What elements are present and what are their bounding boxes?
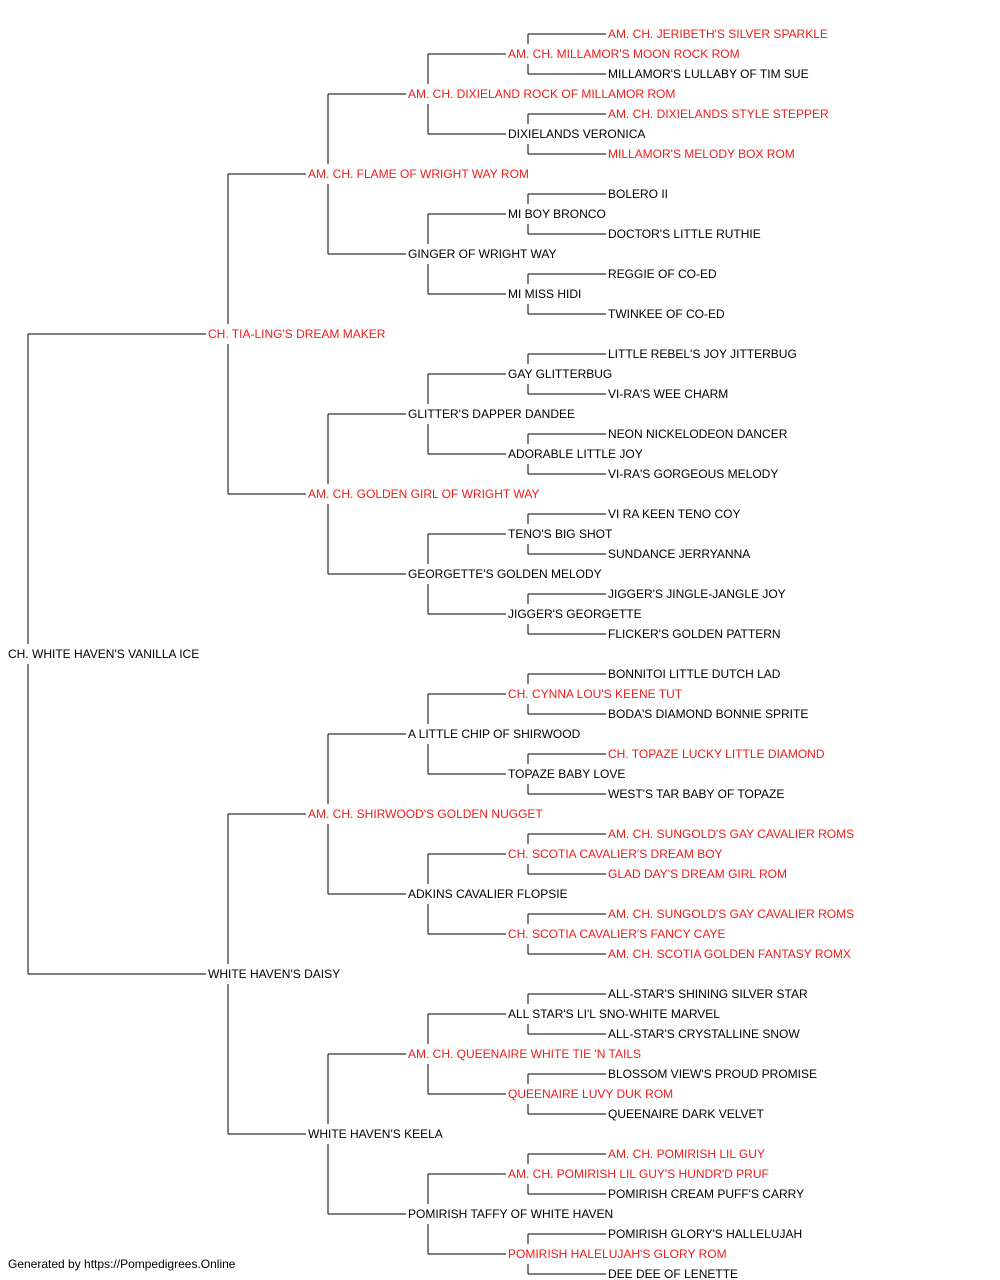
pedigree-entry-gen5-flicker-s-golden-pattern: FLICKER'S GOLDEN PATTERN xyxy=(608,627,781,641)
pedigree-entry-gen5-all-star-s-crystalline-snow: ALL-STAR'S CRYSTALLINE SNOW xyxy=(608,1027,800,1041)
pedigree-entry-gen4-adorable-little-joy: ADORABLE LITTLE JOY xyxy=(508,447,643,461)
pedigree-entry-gen5-millamor-s-lullaby-of-tim-sue: MILLAMOR'S LULLABY OF TIM SUE xyxy=(608,67,809,81)
pedigree-entry-gen5-jigger-s-jingle-jangle-joy: JIGGER'S JINGLE-JANGLE JOY xyxy=(608,587,786,601)
pedigree-entry-gen5-bolero-ii: BOLERO II xyxy=(608,187,668,201)
pedigree-entry-gen5-ch-topaze-lucky-little-diamond: CH. TOPAZE LUCKY LITTLE DIAMOND xyxy=(608,747,825,761)
pedigree-entry-gen4-ch-scotia-cavalier-s-dream-boy: CH. SCOTIA CAVALIER'S DREAM BOY xyxy=(508,847,723,861)
pedigree-entry-gen5-pomirish-cream-puff-s-carry: POMIRISH CREAM PUFF'S CARRY xyxy=(608,1187,804,1201)
pedigree-entry-gen4-mi-miss-hidi: MI MISS HIDI xyxy=(508,287,581,301)
pedigree-entry-gen3-pomirish-taffy-of-white-haven: POMIRISH TAFFY OF WHITE HAVEN xyxy=(408,1207,613,1221)
pedigree-entry-gen1-ch-tia-ling-s-dream-maker: CH. TIA-LING'S DREAM MAKER xyxy=(208,327,386,341)
pedigree-entry-gen3-ginger-of-wright-way: GINGER OF WRIGHT WAY xyxy=(408,247,556,261)
pedigree-entry-gen5-am-ch-jeribeth-s-silver-sparkle: AM. CH. JERIBETH'S SILVER SPARKLE xyxy=(608,27,828,41)
pedigree-entry-gen5-dee-dee-of-lenette: DEE DEE OF LENETTE xyxy=(608,1267,738,1280)
pedigree-entry-gen5-am-ch-sungold-s-gay-cavalier-roms: AM. CH. SUNGOLD'S GAY CAVALIER ROMS xyxy=(608,907,854,921)
pedigree-entry-gen5-am-ch-pomirish-lil-guy: AM. CH. POMIRISH LIL GUY xyxy=(608,1147,765,1161)
pedigree-entry-gen5-sundance-jerryanna: SUNDANCE JERRYANNA xyxy=(608,547,750,561)
pedigree-entry-gen5-little-rebel-s-joy-jitterbug: LITTLE REBEL'S JOY JITTERBUG xyxy=(608,347,797,361)
pedigree-entry-gen5-all-star-s-shining-silver-star: ALL-STAR'S SHINING SILVER STAR xyxy=(608,987,808,1001)
pedigree-entry-gen3-a-little-chip-of-shirwood: A LITTLE CHIP OF SHIRWOOD xyxy=(408,727,581,741)
pedigree-entry-gen4-gay-glitterbug: GAY GLITTERBUG xyxy=(508,367,612,381)
pedigree-entry-gen4-topaze-baby-love: TOPAZE BABY LOVE xyxy=(508,767,625,781)
pedigree-entry-gen1-white-haven-s-daisy: WHITE HAVEN'S DAISY xyxy=(208,967,340,981)
pedigree-entry-gen4-jigger-s-georgette: JIGGER'S GEORGETTE xyxy=(508,607,642,621)
pedigree-entry-gen3-glitter-s-dapper-dandee: GLITTER'S DAPPER DANDEE xyxy=(408,407,575,421)
pedigree-entry-gen3-am-ch-queenaire-white-tie-n-tails: AM. CH. QUEENAIRE WHITE TIE 'N TAILS xyxy=(408,1047,641,1061)
pedigree-entry-gen4-queenaire-luvy-duk-rom: QUEENAIRE LUVY DUK ROM xyxy=(508,1087,673,1101)
pedigree-entry-gen0-ch-white-haven-s-vanilla-ice: CH. WHITE HAVEN'S VANILLA ICE xyxy=(8,647,199,661)
pedigree-entry-gen5-pomirish-glory-s-hallelujah: POMIRISH GLORY'S HALLELUJAH xyxy=(608,1227,802,1241)
pedigree-entry-gen5-blossom-view-s-proud-promise: BLOSSOM VIEW'S PROUD PROMISE xyxy=(608,1067,817,1081)
pedigree-entry-gen5-vi-ra-keen-teno-coy: VI RA KEEN TENO COY xyxy=(608,507,740,521)
pedigree-entry-gen5-vi-ra-s-wee-charm: VI-RA'S WEE CHARM xyxy=(608,387,728,401)
generated-by-footer: Generated by https://Pompedigrees.Online xyxy=(8,1257,236,1271)
pedigree-entry-gen5-vi-ra-s-gorgeous-melody: VI-RA'S GORGEOUS MELODY xyxy=(608,467,778,481)
pedigree-entry-gen5-am-ch-scotia-golden-fantasy-romx: AM. CH. SCOTIA GOLDEN FANTASY ROMX xyxy=(608,947,851,961)
pedigree-entry-gen5-west-s-tar-baby-of-topaze: WEST'S TAR BABY OF TOPAZE xyxy=(608,787,784,801)
pedigree-entry-gen5-boda-s-diamond-bonnie-sprite: BODA'S DIAMOND BONNIE SPRITE xyxy=(608,707,808,721)
pedigree-entry-gen4-ch-cynna-lou-s-keene-tut: CH. CYNNA LOU'S KEENE TUT xyxy=(508,687,683,701)
pedigree-entry-gen5-twinkee-of-co-ed: TWINKEE OF CO-ED xyxy=(608,307,725,321)
pedigree-entry-gen5-queenaire-dark-velvet: QUEENAIRE DARK VELVET xyxy=(608,1107,764,1121)
pedigree-entry-gen2-am-ch-golden-girl-of-wright-way: AM. CH. GOLDEN GIRL OF WRIGHT WAY xyxy=(308,487,539,501)
pedigree-entry-gen5-doctor-s-little-ruthie: DOCTOR'S LITTLE RUTHIE xyxy=(608,227,761,241)
pedigree-entry-gen5-reggie-of-co-ed: REGGIE OF CO-ED xyxy=(608,267,717,281)
pedigree-entry-gen4-am-ch-millamor-s-moon-rock-rom: AM. CH. MILLAMOR'S MOON ROCK ROM xyxy=(508,47,740,61)
pedigree-entry-gen4-all-star-s-li-l-sno-white-marvel: ALL STAR'S LI'L SNO-WHITE MARVEL xyxy=(508,1007,720,1021)
pedigree-entry-gen3-georgette-s-golden-melody: GEORGETTE'S GOLDEN MELODY xyxy=(408,567,602,581)
pedigree-entry-gen4-ch-scotia-cavalier-s-fancy-caye: CH. SCOTIA CAVALIER'S FANCY CAYE xyxy=(508,927,725,941)
pedigree-entry-gen5-neon-nickelodeon-dancer: NEON NICKELODEON DANCER xyxy=(608,427,788,441)
pedigree-entry-gen4-am-ch-pomirish-lil-guy-s-hundr-d-pruf: AM. CH. POMIRISH LIL GUY'S HUNDR'D PRUF xyxy=(508,1167,769,1181)
pedigree-entry-gen4-dixielands-veronica: DIXIELANDS VERONICA xyxy=(508,127,645,141)
pedigree-entry-gen4-pomirish-halelujah-s-glory-rom: POMIRISH HALELUJAH'S GLORY ROM xyxy=(508,1247,727,1261)
pedigree-entry-gen5-bonnitoi-little-dutch-lad: BONNITOI LITTLE DUTCH LAD xyxy=(608,667,781,681)
pedigree-entry-gen2-am-ch-flame-of-wright-way-rom: AM. CH. FLAME OF WRIGHT WAY ROM xyxy=(308,167,529,181)
pedigree-entry-gen3-am-ch-dixieland-rock-of-millamor-rom: AM. CH. DIXIELAND ROCK OF MILLAMOR ROM xyxy=(408,87,675,101)
pedigree-entry-gen2-white-haven-s-keela: WHITE HAVEN'S KEELA xyxy=(308,1127,443,1141)
pedigree-entry-gen5-glad-day-s-dream-girl-rom: GLAD DAY'S DREAM GIRL ROM xyxy=(608,867,787,881)
pedigree-entry-gen5-am-ch-dixielands-style-stepper: AM. CH. DIXIELANDS STYLE STEPPER xyxy=(608,107,829,121)
pedigree-entry-gen4-mi-boy-bronco: MI BOY BRONCO xyxy=(508,207,606,221)
pedigree-entry-gen3-adkins-cavalier-flopsie: ADKINS CAVALIER FLOPSIE xyxy=(408,887,568,901)
pedigree-entry-gen2-am-ch-shirwood-s-golden-nugget: AM. CH. SHIRWOOD'S GOLDEN NUGGET xyxy=(308,807,543,821)
pedigree-entry-gen5-am-ch-sungold-s-gay-cavalier-roms: AM. CH. SUNGOLD'S GAY CAVALIER ROMS xyxy=(608,827,854,841)
pedigree-entry-gen4-teno-s-big-shot: TENO'S BIG SHOT xyxy=(508,527,613,541)
pedigree-entry-gen5-millamor-s-melody-box-rom: MILLAMOR'S MELODY BOX ROM xyxy=(608,147,795,161)
